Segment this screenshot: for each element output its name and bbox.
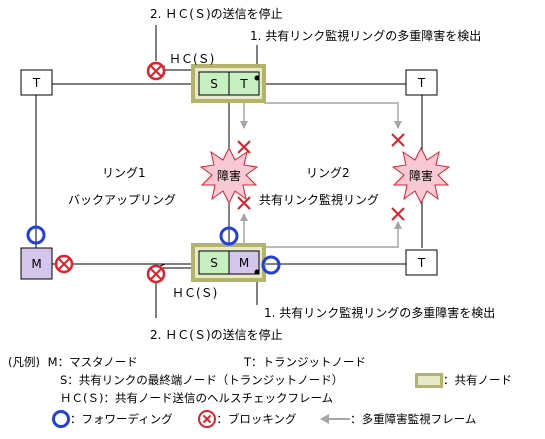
- fault-cross-icon: [237, 196, 251, 210]
- hc-label-top: ＨＣ(Ｓ): [169, 52, 214, 66]
- node-m-left[interactable]: M: [20, 247, 53, 280]
- legend-title: (凡例): [8, 355, 40, 369]
- legend-multi-fault-frame: ：多重障害監視フレーム: [350, 411, 477, 426]
- hc-label-bottom: ＨＣ(Ｓ): [172, 286, 217, 300]
- legend-shared-node-row: ：共有ノード: [415, 373, 512, 388]
- node-label: M: [31, 257, 41, 271]
- fault-label: 障害: [217, 168, 241, 183]
- fault-cross-icon: [391, 207, 405, 221]
- fault-label: 障害: [409, 168, 433, 183]
- blocking-icon: [146, 61, 166, 81]
- legend-row-2: S：共有リンクの最終端ノード（トランジットノード）: [60, 373, 343, 387]
- monitor-arrow-right-up: [266, 221, 402, 248]
- legend-hc-def: ＨＣ(Ｓ)：共有ノード送信のヘルスチェックフレーム: [60, 391, 334, 405]
- blocking-icon: [198, 410, 217, 428]
- backup-ring-label: バックアップリング: [68, 193, 176, 207]
- fault-cross-icon: [237, 140, 251, 154]
- annotation-detect-bottom: 1. 共有リンク監視リングの多重障害を検出: [264, 305, 495, 320]
- shared-node-swatch-icon: [415, 373, 443, 388]
- legend-row-3: ＨＣ(Ｓ)：共有ノード送信のヘルスチェックフレーム: [60, 391, 333, 405]
- fault-cross-icon: [391, 133, 405, 147]
- annotation-stop-top: 2. ＨＣ(Ｓ)の送信を停止: [150, 6, 283, 21]
- fault-crosses: [237, 133, 405, 221]
- network-diagram: T T T M S T S M: [20, 6, 495, 342]
- blocking-icon: [146, 264, 166, 284]
- ring2-label: リング2: [306, 166, 350, 180]
- blocking-markers: [54, 61, 166, 284]
- node-t-right-bottom[interactable]: T: [405, 249, 438, 276]
- blocking-icon: [54, 254, 74, 274]
- node-label: T: [32, 76, 41, 90]
- forwarding-icon: [52, 410, 70, 428]
- forwarding-icon: [219, 226, 239, 246]
- node-label: S: [210, 77, 218, 91]
- node-label: T: [417, 256, 426, 270]
- node-label: T: [239, 77, 248, 91]
- ring1-label: リング1: [102, 166, 146, 180]
- legend-s-def: S：共有リンクの最終端ノード（トランジットノード）: [60, 373, 344, 387]
- monitor-arrow-right-down: [264, 102, 402, 129]
- legend-row-1: (凡例) M：マスタノード: [8, 355, 138, 369]
- shared-node-top[interactable]: S T: [191, 64, 266, 103]
- node-label: M: [239, 256, 249, 270]
- legend-t-row: T：トランジットノード: [244, 355, 366, 369]
- forwarding-icon: [261, 255, 281, 275]
- leader-dot: [254, 269, 260, 275]
- node-label: T: [417, 76, 426, 90]
- legend-blocking: ：ブロッキング: [216, 411, 297, 426]
- legend-row-4: ：フォワーディング ：ブロッキング ：多重障害監視フレーム: [52, 410, 476, 428]
- legend-shared-node: ：共有ノード: [443, 373, 512, 387]
- node-label: S: [210, 256, 218, 270]
- node-t-left[interactable]: T: [20, 69, 53, 96]
- legend: (凡例) M：マスタノード T：トランジットノード S：共有リンクの最終端ノード…: [0, 348, 545, 439]
- legend-forwarding: ：フォワーディング: [70, 411, 173, 426]
- ring-links: [35, 83, 423, 265]
- leader-dot: [254, 75, 260, 81]
- shared-node-bottom[interactable]: S M: [191, 243, 266, 282]
- forwarding-markers: [26, 225, 281, 275]
- monitor-frames: [240, 101, 402, 248]
- fault-burst-right: 障害: [391, 146, 451, 205]
- annotation-detect-top: 1. 共有リンク監視リングの多重障害を検出: [250, 28, 481, 43]
- legend-m-def: M：マスタノード: [47, 355, 138, 369]
- annotation-stop-bottom: 2. ＨＣ(Ｓ)の送信を停止: [150, 327, 283, 342]
- shared-monitor-ring-label: 共有リンク監視リング: [259, 192, 379, 207]
- fault-burst-center: 障害: [199, 146, 259, 205]
- legend-t-def: T：トランジットノード: [244, 355, 367, 369]
- forwarding-icon: [26, 225, 46, 245]
- monitor-arrow-icon: [320, 414, 351, 424]
- node-t-right-top[interactable]: T: [405, 69, 438, 96]
